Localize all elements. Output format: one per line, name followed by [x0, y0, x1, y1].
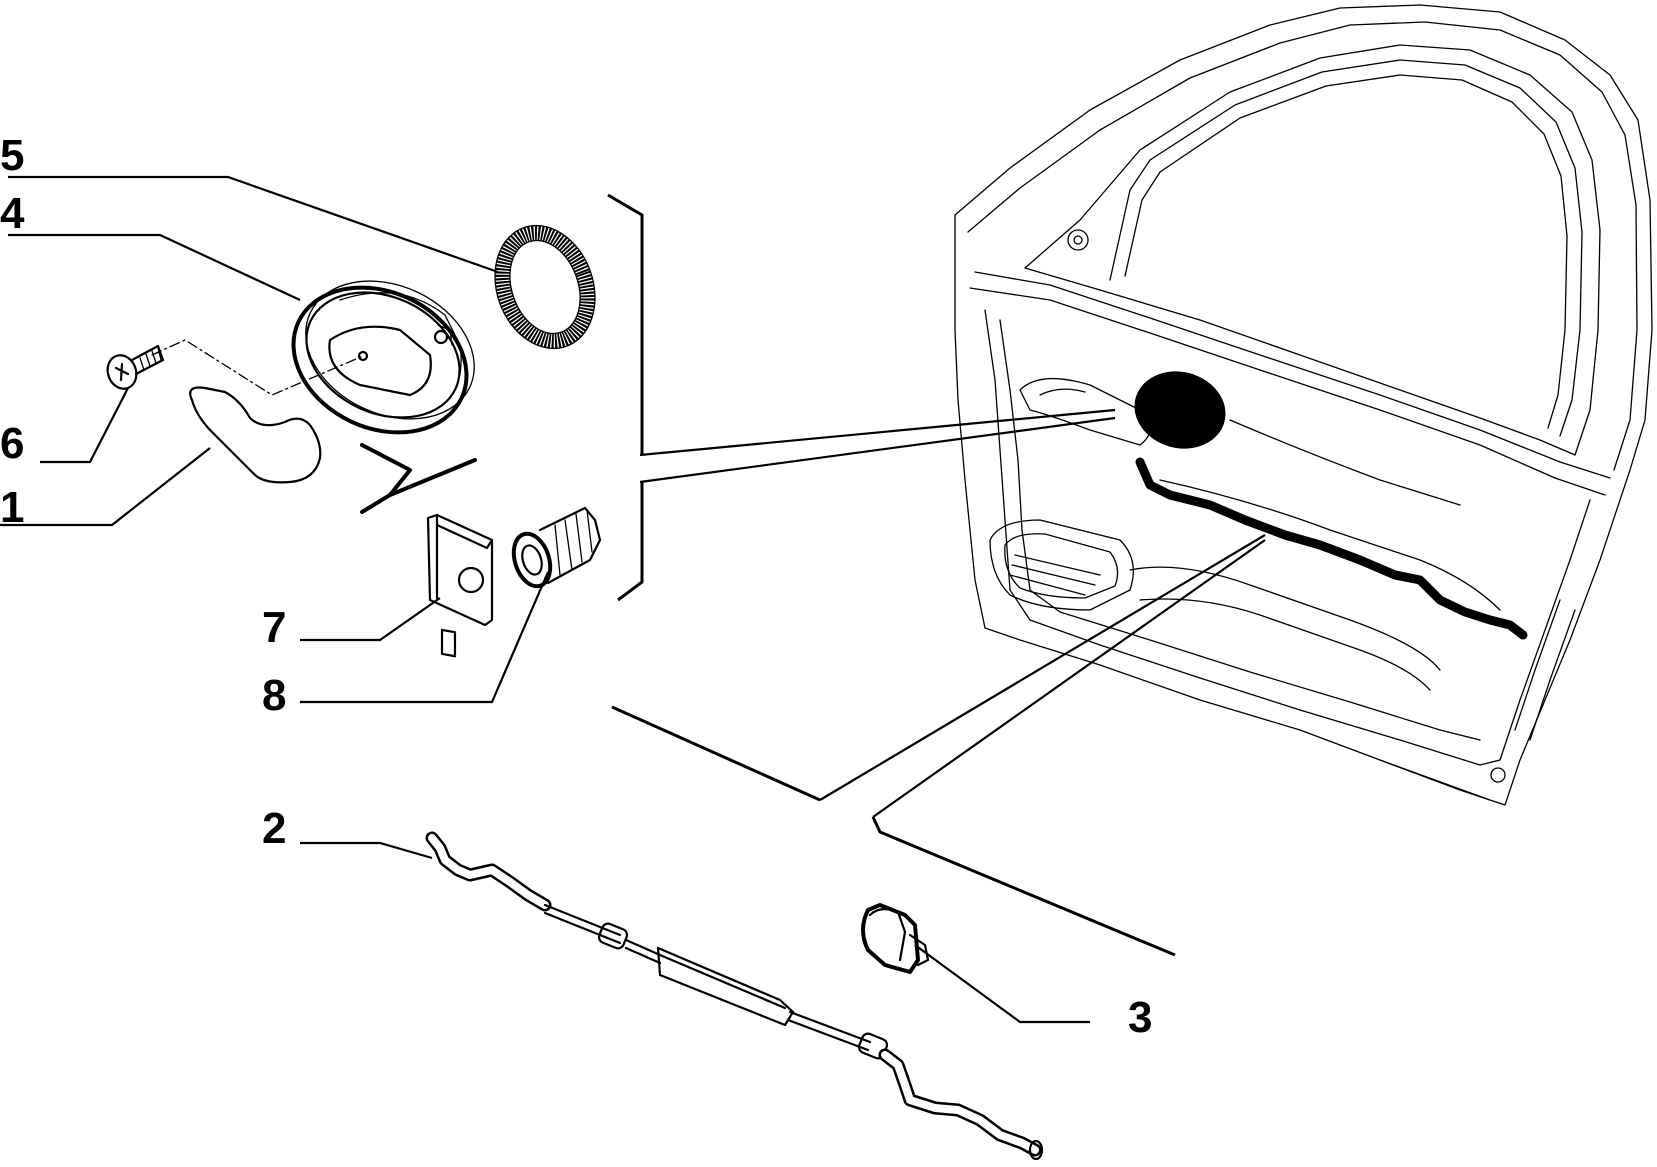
- part-8-grommet: [511, 506, 602, 589]
- break-line-lower: [360, 493, 392, 514]
- assembly-axis: [151, 339, 364, 396]
- part-7-clip-plate: [426, 513, 494, 658]
- callout-1: 1: [0, 483, 24, 532]
- group-bracket-lower: [617, 482, 644, 602]
- callout-leader-7: [300, 597, 441, 642]
- group-bracket-upper: [607, 193, 644, 455]
- callout-3: 3: [1128, 993, 1152, 1042]
- callout-2: 2: [262, 804, 286, 853]
- part-2-cable: [425, 831, 1044, 1161]
- part-3-clip: [861, 903, 930, 974]
- callout-leader-4: [8, 233, 301, 301]
- callout-6: 6: [0, 419, 24, 468]
- callout-leader-6: [40, 387, 129, 464]
- leader-speaker-upper: [639, 408, 1116, 457]
- callout-7: 7: [262, 603, 286, 652]
- part-4-speaker: [291, 280, 475, 435]
- part-6-screw: [106, 344, 165, 390]
- leader-harness-b: [872, 539, 1266, 818]
- callout-5: 5: [0, 131, 24, 180]
- group-bracket-cable-left: [611, 705, 821, 802]
- part-5-gasket: [494, 224, 596, 350]
- leader-harness-a: [819, 534, 1266, 801]
- break-line-upper: [360, 443, 477, 497]
- door-wiring-harness: [1135, 457, 1528, 640]
- callout-leader-8: [300, 571, 550, 704]
- speaker-opening: [1134, 371, 1226, 449]
- callout-8: 8: [262, 671, 286, 720]
- callout-leader-2: [300, 841, 433, 860]
- callout-leader-3: [914, 944, 1090, 1024]
- callout-leader-5: [8, 175, 499, 274]
- leader-speaker-lower: [639, 416, 1116, 484]
- callout-leader-1: [0, 447, 211, 527]
- group-bracket-cable-right: [871, 816, 1176, 957]
- callout-4: 4: [0, 189, 25, 238]
- part-1-foam-pad: [189, 386, 322, 484]
